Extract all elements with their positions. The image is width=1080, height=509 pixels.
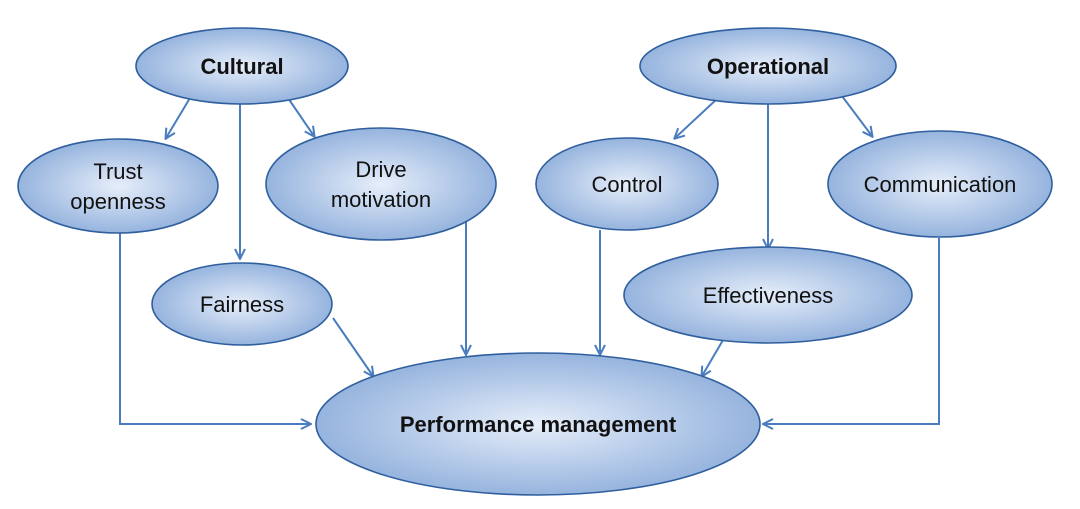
node-performance-label: Performance management [400, 412, 677, 437]
node-cultural: Cultural [135, 27, 349, 105]
node-trust-openness: Trust openness [17, 138, 219, 234]
edge-operational-to-communication [841, 95, 872, 136]
edge-fairness-to-performance [332, 317, 373, 376]
node-trust-label-line1: Trust [93, 159, 142, 184]
edge-communication-to-performance [764, 238, 940, 424]
edge-cultural-to-trust [166, 97, 191, 138]
node-communication: Communication [827, 130, 1053, 238]
node-effectiveness-label: Effectiveness [703, 283, 833, 308]
node-drive-motivation: Drive motivation [265, 127, 497, 241]
edge-trust-to-performance [119, 230, 310, 424]
node-communication-label: Communication [864, 172, 1017, 197]
node-control: Control [535, 137, 719, 231]
edge-operational-to-control [675, 97, 719, 138]
node-drive-label-line1: Drive [355, 157, 406, 182]
edge-effectiveness-to-performance [702, 339, 724, 376]
node-fairness: Fairness [151, 262, 333, 346]
edges [119, 95, 940, 424]
node-operational-label: Operational [707, 54, 829, 79]
node-effectiveness: Effectiveness [623, 246, 913, 344]
node-trust-label-line2: openness [70, 189, 165, 214]
node-fairness-label: Fairness [200, 292, 284, 317]
node-cultural-label: Cultural [200, 54, 283, 79]
node-control-label: Control [592, 172, 663, 197]
node-operational: Operational [639, 27, 897, 105]
node-performance-management: Performance management [315, 352, 761, 496]
edge-cultural-to-drive [287, 97, 314, 136]
node-drive-label-line2: motivation [331, 187, 431, 212]
